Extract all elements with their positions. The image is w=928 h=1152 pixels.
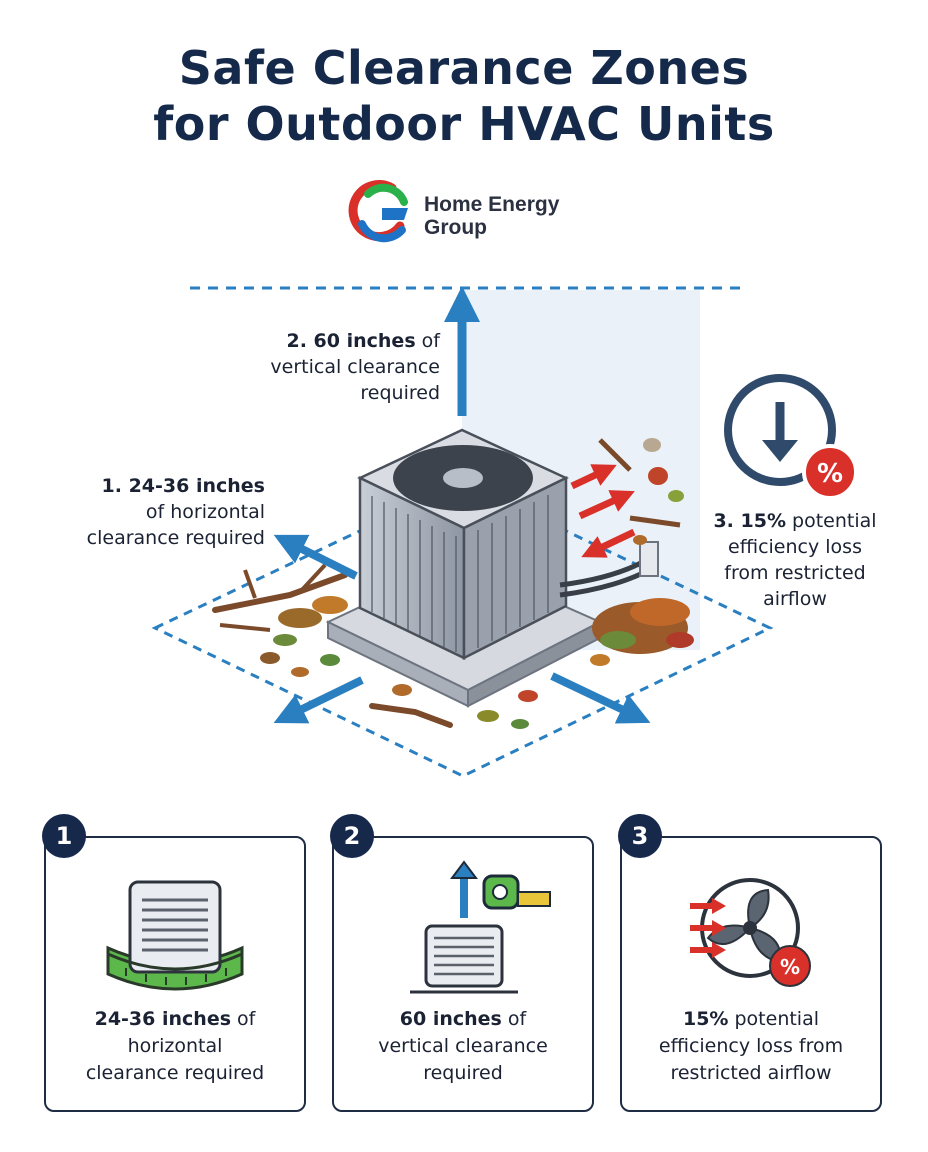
card-1-line-2: horizontal <box>127 1035 223 1057</box>
card-2-inline: of <box>501 1008 527 1030</box>
measuring-tape-unit-icon <box>106 880 244 991</box>
callout-3-inline: potential <box>785 510 877 532</box>
card-1-inline: of <box>231 1008 256 1030</box>
callout-2-bold: 2. 60 inches <box>286 330 416 352</box>
leaf-debris-left-icon <box>212 563 348 677</box>
horizontal-arrow-left <box>273 534 358 580</box>
card-2-line-3: required <box>423 1062 503 1084</box>
ac-unit <box>357 428 659 661</box>
callout-horizontal-clearance: 1. 24-36 inches of horizontal clearance … <box>60 473 265 551</box>
leaf-debris-right-icon <box>590 438 694 666</box>
page-title: Safe Clearance Zones for Outdoor HVAC Un… <box>0 40 928 152</box>
brand: Home Energy Group <box>348 180 608 250</box>
callout-vertical-clearance: 2. 60 inches of vertical clearance requi… <box>220 328 440 406</box>
badge-1: 1 <box>42 814 86 858</box>
callout-3-line-3: airflow <box>763 588 827 610</box>
callout-efficiency-loss: 3. 15% potential efficiency loss from re… <box>690 508 900 612</box>
badge-2: 2 <box>330 814 374 858</box>
card-2-text: 60 inches of vertical clearance required <box>344 1006 582 1087</box>
restricted-airflow-arrows-icon <box>570 464 636 558</box>
horizontal-arrow-front-right <box>550 672 651 724</box>
card-efficiency-loss: % 15% potential efficiency loss from res… <box>620 836 882 1112</box>
badge-3: 3 <box>618 814 662 858</box>
card-horizontal-clearance: 24-36 inches of horizontal clearance req… <box>44 836 306 1112</box>
card-3-line-3: restricted airflow <box>670 1062 832 1084</box>
title-line-2: for Outdoor HVAC Units <box>153 97 775 151</box>
card-1-bold: 24-36 inches <box>94 1008 232 1030</box>
callout-1-bold: 1. 24-36 inches <box>101 475 265 497</box>
callout-3-bold: 3. 15% <box>713 510 786 532</box>
card-3-text: 15% potential efficiency loss from restr… <box>632 1006 870 1087</box>
brand-name-line-1: Home Energy <box>424 193 560 216</box>
card-3-line-2: efficiency loss from <box>658 1035 844 1057</box>
callout-2-line-1: vertical clearance <box>270 356 440 378</box>
card-vertical-clearance: 60 inches of vertical clearance required <box>332 836 594 1112</box>
card-3-inline: potential <box>728 1008 820 1030</box>
card-2-line-2: vertical clearance <box>378 1035 548 1057</box>
percent-symbol: % <box>817 459 843 489</box>
card-1-line-3: clearance required <box>85 1062 265 1084</box>
card-2-bold: 60 inches <box>399 1008 502 1030</box>
callout-1-line-2: clearance required <box>86 527 265 549</box>
efficiency-loss-icon: % <box>724 374 858 500</box>
callout-1-line-1: of horizontal <box>145 501 265 523</box>
callout-3-line-1: efficiency loss <box>728 536 862 558</box>
leaf-debris-front-icon <box>369 684 538 729</box>
brand-name: Home Energy Group <box>424 193 614 239</box>
callout-2-inline: of <box>415 330 440 352</box>
brand-name-line-2: Group <box>424 216 487 239</box>
fan-airflow-icon: % <box>690 878 811 987</box>
card-1-text: 24-36 inches of horizontal clearance req… <box>56 1006 294 1087</box>
horizontal-arrow-front-left <box>273 676 364 724</box>
card-percent-symbol: % <box>780 955 800 979</box>
card-3-bold: 15% <box>682 1008 729 1030</box>
vertical-measure-unit-icon <box>410 860 551 994</box>
callout-3-line-2: from restricted <box>724 562 866 584</box>
callout-2-line-2: required <box>360 382 440 404</box>
title-line-1: Safe Clearance Zones <box>178 41 750 95</box>
brand-logo-icon <box>348 180 408 243</box>
